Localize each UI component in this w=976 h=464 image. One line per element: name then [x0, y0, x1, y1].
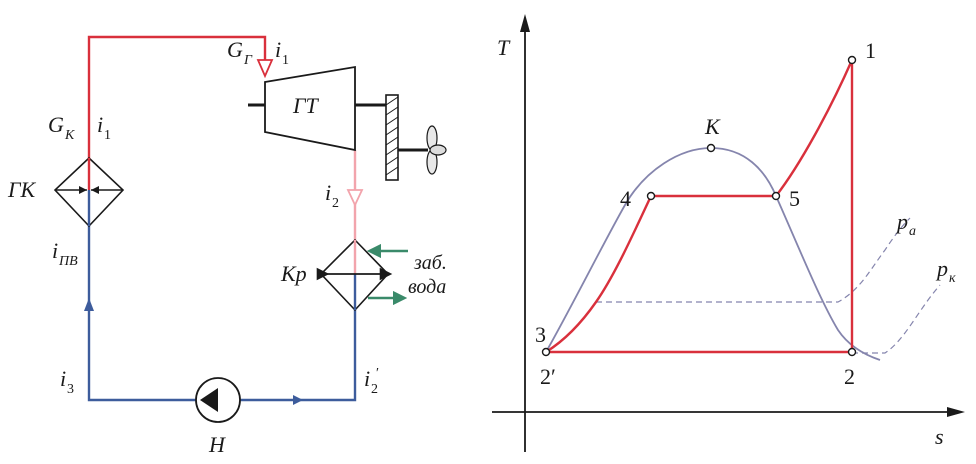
isobar-pk — [852, 284, 941, 354]
point-label-4: 4 — [620, 186, 631, 211]
feed-pump — [195, 377, 241, 423]
gas-turbine-gt — [248, 65, 428, 181]
propeller-icon — [426, 125, 447, 175]
feedwater-loop — [87, 226, 357, 402]
steam-inlet-arrow — [256, 59, 274, 79]
label-gk-flow: G К i 1 — [48, 112, 111, 143]
critical-point-label: К — [704, 114, 721, 139]
svg-text:1: 1 — [104, 128, 111, 143]
point-1 — [847, 55, 857, 65]
label-pump: Н — [208, 432, 226, 457]
svg-text:i: i — [97, 112, 103, 137]
point-4 — [646, 191, 656, 201]
hot-steam-line — [87, 35, 267, 158]
label-gg-flow: G Г i 1 — [227, 37, 289, 68]
label-kr: Кр — [280, 261, 307, 286]
condenser-kr — [316, 238, 408, 312]
svg-text:G: G — [227, 37, 243, 62]
axis-t-label: T — [497, 35, 511, 60]
label-pk: p к — [935, 256, 956, 286]
saturation-dome — [545, 147, 881, 361]
cycle-line — [545, 59, 854, 354]
point-label-1: 1 — [865, 38, 876, 63]
ts-diagram: T s 1 2 3 2′ 4 5 К p а p к — [492, 14, 965, 452]
svg-text:ПВ: ПВ — [58, 254, 78, 269]
svg-text:1: 1 — [282, 53, 289, 68]
isobar-pa — [596, 217, 911, 303]
axis-t-arrow — [520, 14, 530, 32]
svg-text:i: i — [52, 238, 58, 263]
exhaust-arrow — [346, 189, 364, 208]
point-3 — [541, 347, 551, 357]
svg-text:2: 2 — [332, 196, 339, 211]
svg-text:′: ′ — [376, 366, 379, 381]
svg-text:К: К — [64, 128, 75, 143]
svg-text:i: i — [275, 37, 281, 62]
point-k — [706, 143, 716, 153]
label-ipv: i ПВ — [52, 238, 78, 269]
feedwater-arrow-left — [84, 298, 94, 311]
svg-text:G: G — [48, 112, 64, 137]
point-label-2-prime: 2′ — [540, 364, 556, 389]
svg-text:p: p — [935, 256, 948, 281]
steam-generator-gk — [53, 156, 125, 228]
svg-text:i: i — [325, 180, 331, 205]
feedwater-arrow-bottom — [293, 395, 303, 405]
svg-text:2: 2 — [371, 382, 378, 397]
label-i2-prime: i 2 ′ — [364, 366, 379, 397]
label-gt: ГТ — [292, 93, 320, 118]
svg-text:Г: Г — [243, 53, 253, 68]
svg-text:3: 3 — [67, 382, 74, 397]
svg-text:p: p — [895, 209, 908, 234]
label-gk: ГК — [7, 177, 37, 202]
point-label-2: 2 — [844, 364, 855, 389]
svg-text:а: а — [909, 224, 916, 239]
label-pa: p а — [895, 209, 916, 239]
axis-s-arrow — [947, 407, 965, 417]
point-5 — [771, 191, 781, 201]
label-i3: i 3 — [60, 366, 74, 397]
point-2 — [847, 347, 857, 357]
svg-text:к: к — [949, 271, 956, 286]
svg-text:i: i — [364, 366, 370, 391]
label-water-line1: заб. — [413, 252, 447, 274]
label-i2: i 2 — [325, 180, 339, 211]
plant-scheme: ГК ГТ Кр Н заб. вода G К i 1 G Г i 1 i 2… — [7, 35, 447, 457]
point-label-5: 5 — [789, 186, 800, 211]
svg-text:i: i — [60, 366, 66, 391]
point-label-3: 3 — [535, 322, 546, 347]
label-water-line2: вода — [408, 276, 446, 298]
axis-s-label: s — [935, 424, 944, 449]
